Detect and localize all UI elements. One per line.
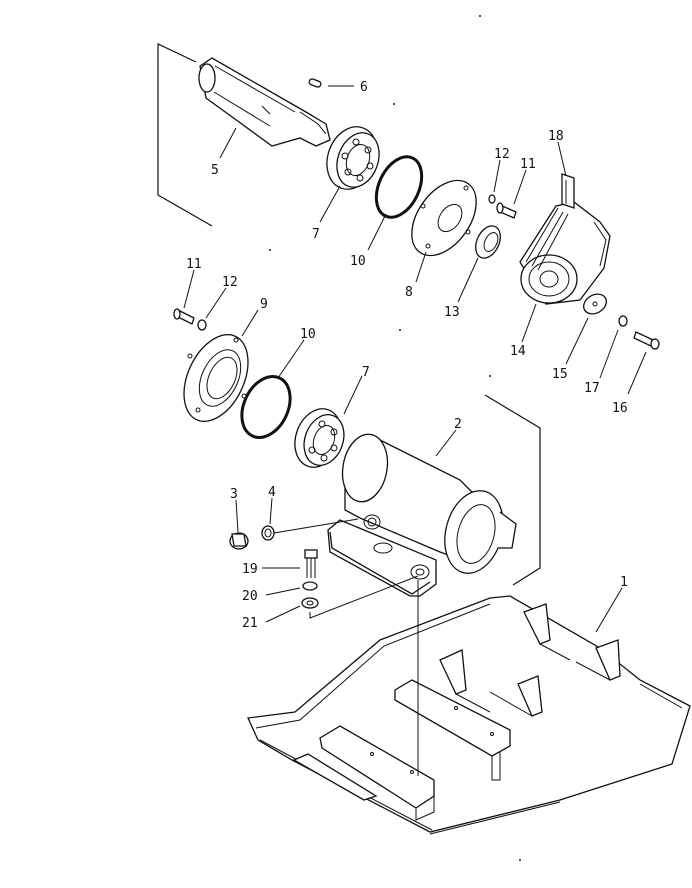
oring-part-10-lower [240,375,292,439]
label-20: 20 [242,589,258,604]
label-6: 6 [360,80,368,95]
label-9: 9 [260,297,268,312]
label-14: 14 [510,344,526,359]
bearing-part-7-lower [294,408,345,468]
label-21: 21 [242,616,258,631]
washer-part-12-lower [197,319,207,331]
bearing-part-7-upper [326,126,380,190]
label-10-lower: 10 [300,327,316,342]
scan-specks [269,15,521,861]
label-11-upper: 11 [520,157,536,172]
label-15: 15 [552,367,568,382]
label-19: 19 [242,562,258,577]
label-1: 1 [620,575,628,590]
label-8: 8 [405,285,413,300]
bolt-part-16 [633,331,660,350]
plate-part-8 [411,179,477,257]
gasket-part-4 [261,525,275,541]
shaft-part-5 [198,57,331,147]
upper-group-bracket [157,43,213,227]
label-12-lower: 12 [222,275,238,290]
bolt-part-11-upper [496,202,517,219]
label-13: 13 [444,305,460,320]
washer-part-15 [583,293,607,315]
label-4: 4 [268,485,276,500]
label-16: 16 [612,401,628,416]
label-10-upper: 10 [350,254,366,269]
pulley-part-14 [519,201,611,305]
label-7-upper: 7 [312,227,320,242]
belt-part-18 [561,173,575,209]
lockwasher-part-17 [618,315,628,327]
baseplate-part-1 [247,595,691,835]
bolt-part-19 [304,549,318,578]
label-17: 17 [584,381,600,396]
label-12-upper: 12 [494,147,510,162]
bolt-part-11-lower [173,308,195,325]
label-11-lower: 11 [186,257,202,272]
label-18: 18 [548,129,564,144]
housing-part-2 [327,433,517,597]
seal-part-13 [475,225,501,259]
key-part-6 [308,78,322,88]
cover-part-9 [183,334,249,422]
washer-part-20 [302,581,318,591]
washer-part-12-upper [488,194,496,204]
washer-part-21 [301,597,319,609]
label-3: 3 [230,487,238,502]
label-7-lower: 7 [362,365,370,380]
label-5: 5 [211,163,219,178]
label-2: 2 [454,417,462,432]
plug-part-3 [229,532,249,550]
leader-lines [183,85,647,776]
housing-group-bracket [484,394,541,586]
